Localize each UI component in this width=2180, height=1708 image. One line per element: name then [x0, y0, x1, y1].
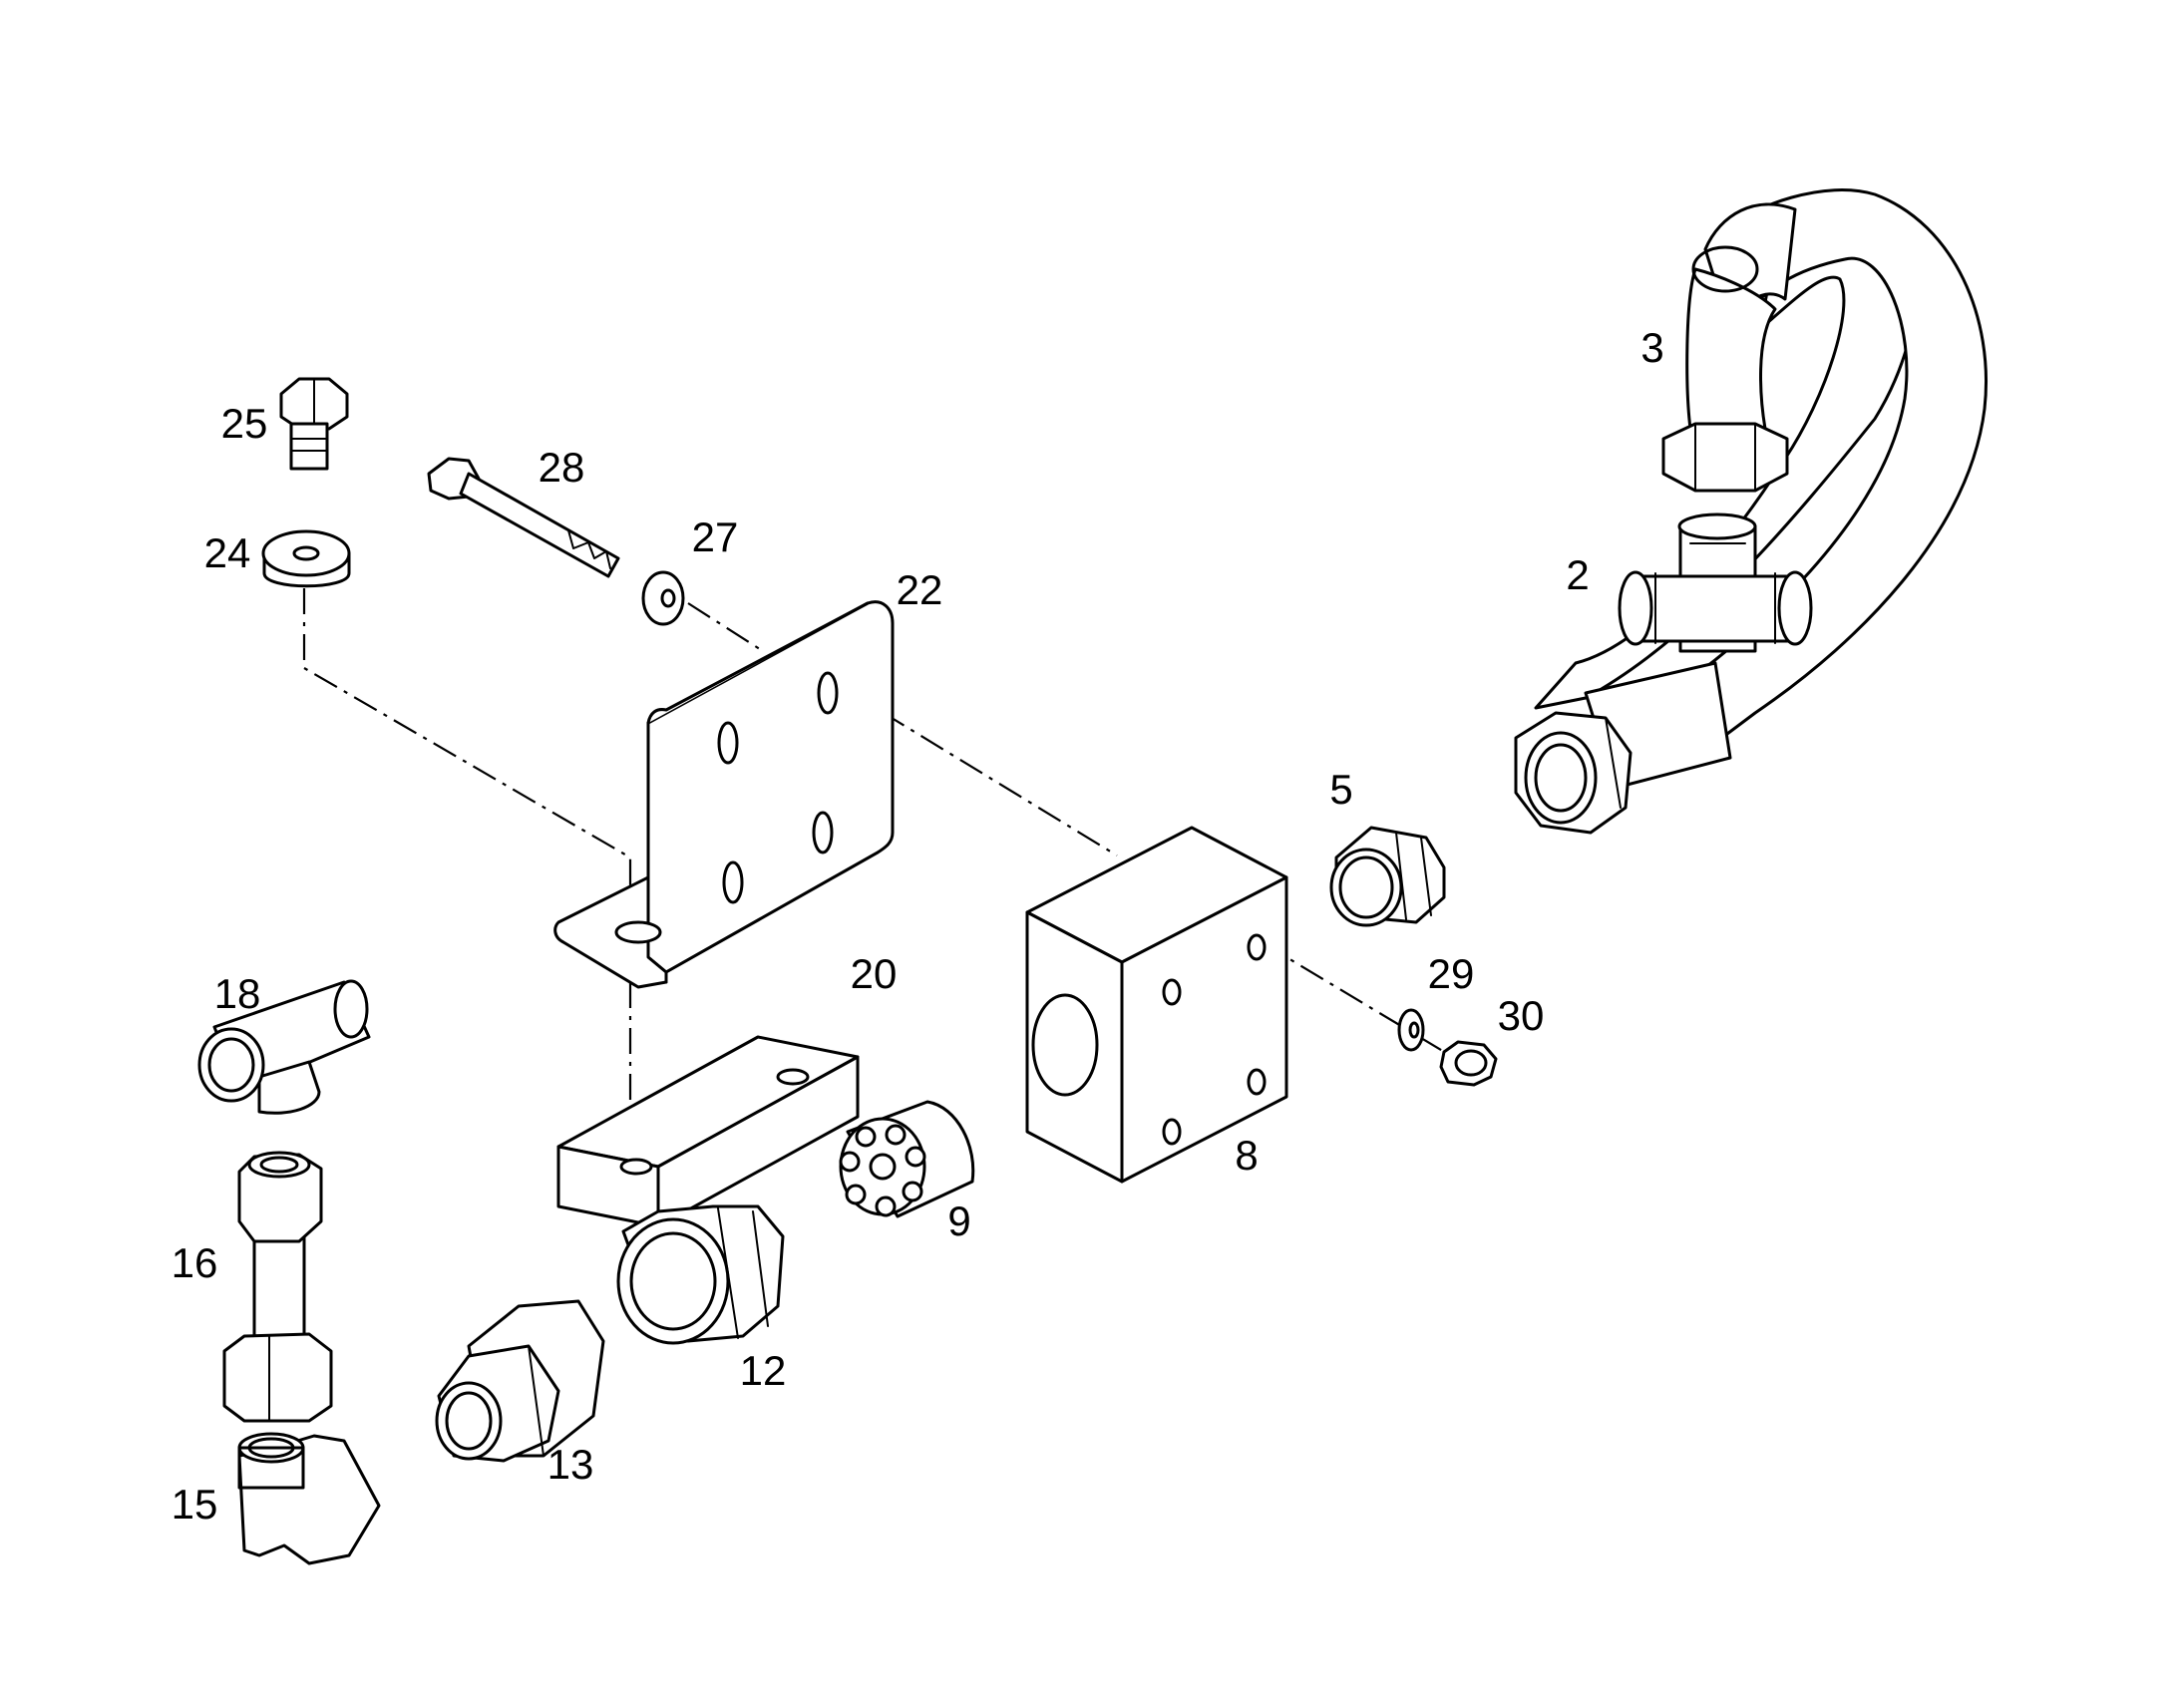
- part-20-block: [556, 1035, 860, 1228]
- part-18-tee: [197, 979, 371, 1115]
- callout-30: 30: [1498, 992, 1545, 1039]
- part-25-bolt: [279, 377, 349, 471]
- part-8-valve-block: [1025, 826, 1288, 1184]
- part-28-bolt: [427, 457, 620, 578]
- part-24-washer: [261, 529, 351, 588]
- part-9-insert: [839, 1100, 975, 1218]
- part-27-washer: [641, 570, 685, 626]
- leader-washer27-to-bracket: [687, 602, 764, 652]
- leader-block-to-nut30: [1261, 941, 1462, 1063]
- part-30-nut: [1439, 1040, 1498, 1087]
- callout-22: 22: [897, 566, 943, 613]
- callout-labels: 3 2 5 8 9 12 13 15 16 18 20 22 24 25 27 …: [172, 324, 1664, 1528]
- callout-8: 8: [1235, 1132, 1258, 1179]
- part-13-reducer: [435, 1299, 605, 1463]
- part-3-hose: [1514, 188, 1988, 835]
- callout-25: 25: [221, 400, 268, 447]
- part-29-washer: [1397, 1008, 1425, 1052]
- callout-20: 20: [851, 950, 898, 997]
- callout-27: 27: [692, 513, 739, 560]
- part-16-connector: [222, 1151, 333, 1423]
- callout-2: 2: [1566, 551, 1589, 598]
- callout-15: 15: [172, 1481, 218, 1528]
- callout-24: 24: [204, 529, 251, 576]
- callout-29: 29: [1428, 950, 1475, 997]
- callout-13: 13: [547, 1441, 594, 1488]
- part-2-tee-fitting: [1618, 512, 1813, 653]
- callout-3: 3: [1640, 324, 1663, 371]
- part-15-elbow: [237, 1432, 381, 1565]
- leader-washer-to-bracket: [302, 588, 632, 937]
- callout-5: 5: [1329, 766, 1352, 813]
- callout-12: 12: [740, 1347, 787, 1394]
- part-12-union: [616, 1204, 785, 1345]
- part-5-nipple: [1329, 826, 1446, 927]
- callout-9: 9: [947, 1197, 970, 1244]
- part-22-bracket: [553, 600, 895, 989]
- callout-28: 28: [539, 444, 585, 491]
- callout-16: 16: [172, 1239, 218, 1286]
- callout-18: 18: [214, 970, 261, 1017]
